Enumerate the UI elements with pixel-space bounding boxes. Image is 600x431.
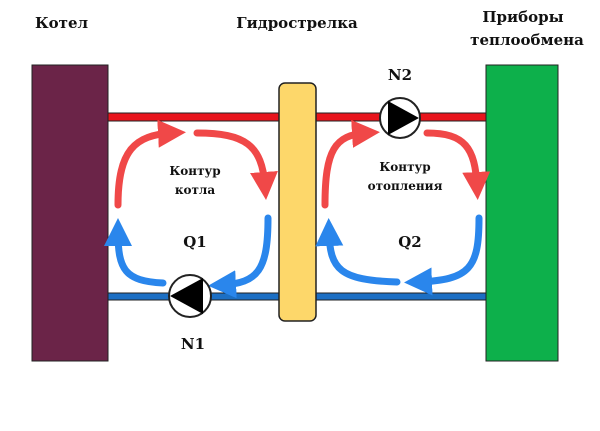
arrow-hot-icon xyxy=(114,119,186,209)
heat-exchangers-label-2: теплообмена xyxy=(470,31,584,49)
boiler-loop-label-2: котла xyxy=(175,183,216,197)
pump-n2-icon xyxy=(379,97,421,139)
heating-loop-label-1: Контур xyxy=(379,160,430,174)
heat-exchangers-block xyxy=(485,64,559,362)
pump-n2-label: N2 xyxy=(388,66,412,84)
boiler-block xyxy=(31,64,109,362)
pump-n1-icon xyxy=(168,274,212,318)
flow-q1-label: Q1 xyxy=(183,233,207,251)
arrow-hot-icon xyxy=(193,129,278,200)
flow-q2-label: Q2 xyxy=(398,233,422,251)
separator-label: Гидрострелка xyxy=(236,14,358,32)
arrow-cold-icon xyxy=(404,214,483,296)
arrow-cold-icon xyxy=(208,214,272,299)
arrow-cold-icon xyxy=(104,218,167,287)
heat-exchangers-label-1: Приборы xyxy=(482,8,563,26)
pump-n1-label: N1 xyxy=(181,335,205,353)
arrow-cold-icon xyxy=(315,218,401,286)
hydraulic-separator xyxy=(278,82,317,322)
boiler-label: Котел xyxy=(35,14,88,32)
heating-loop-label-2: отопления xyxy=(368,179,443,193)
boiler-loop-label-1: Контур xyxy=(169,164,220,178)
arrow-hot-icon xyxy=(321,119,380,209)
arrow-hot-icon xyxy=(423,129,491,200)
